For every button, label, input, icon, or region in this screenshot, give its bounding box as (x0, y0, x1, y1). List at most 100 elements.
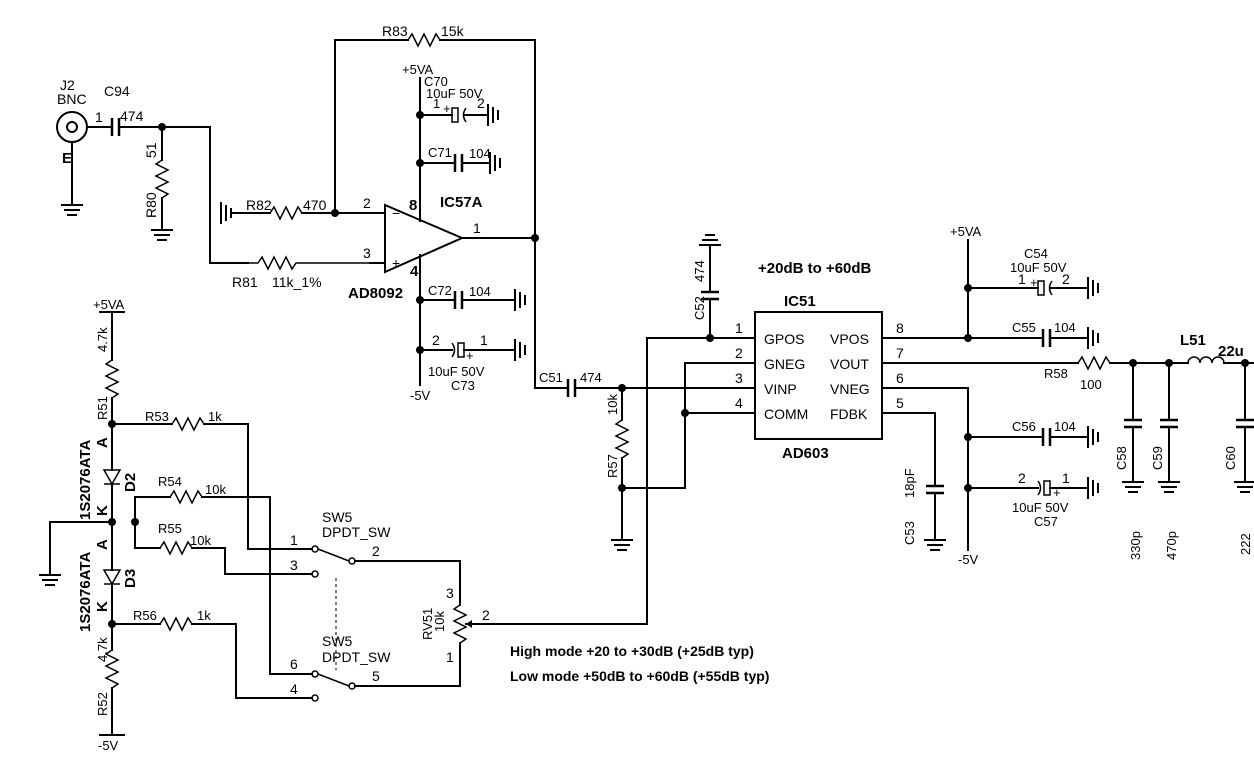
pin-num-3: 3 (735, 370, 743, 386)
c71-label: C71 (428, 145, 452, 160)
d3-part: 1S2076ATA (77, 552, 94, 632)
pin-num-5: 5 (896, 395, 904, 411)
r56-label: R56 (133, 608, 157, 623)
resistor-r56: R56 1k (111, 608, 313, 699)
capacitor-c56: C56 104 (967, 419, 1089, 446)
sw-pin-4: 4 (290, 681, 298, 697)
junction-dot (706, 334, 714, 342)
l51-label: L51 (1180, 332, 1206, 349)
note-low-mode: Low mode +50dB to +60dB (+55dB typ) (510, 668, 769, 684)
r51-value: 4.7k (95, 327, 110, 352)
c52-value: 474 (692, 260, 707, 282)
d3-label: D3 (122, 569, 139, 588)
j2-label: J2 (60, 77, 75, 93)
c56-value: 104 (1054, 419, 1076, 434)
pin-vout: VOUT (830, 356, 869, 372)
c73-plus: + (466, 348, 474, 363)
switch-sw5-bottom: SW5 DPDT_SW 6 5 4 (290, 633, 461, 702)
pin-vpos: VPOS (830, 331, 869, 347)
ground-r82 (220, 202, 232, 224)
opamp-pin2: 2 (363, 195, 371, 211)
pin-fdbk: FDBK (830, 406, 868, 422)
wire-opamp-out (534, 237, 569, 389)
neg5-top: -5V (410, 388, 431, 403)
ground-r80 (151, 229, 173, 241)
diode-d2: A K D2 1S2076ATA (77, 437, 139, 523)
capacitor-c72: C72 104 (419, 283, 516, 309)
sw5-bottom-label: SW5 (322, 633, 353, 649)
r52-label: R52 (95, 692, 110, 716)
sw-pin-2: 2 (372, 543, 380, 559)
r83-label: R83 (382, 23, 408, 39)
c70-label: C70 (424, 74, 448, 89)
r80-label: R80 (143, 192, 159, 218)
ground-c54 (1087, 277, 1099, 299)
capacitor-c51: C51 474 (539, 370, 756, 397)
resistor-r57: 10k R57 (605, 387, 630, 541)
c94-value: 474 (120, 108, 144, 124)
c54-value: 10uF 50V (1010, 260, 1067, 275)
r57-label: R57 (605, 454, 620, 478)
junction-dot (416, 346, 424, 354)
ground-c73 (514, 339, 526, 361)
d2-anode: A (94, 437, 111, 448)
c51-value: 474 (580, 370, 602, 385)
c55-label: C55 (1012, 320, 1036, 335)
capacitor-c73: 2 1 + 10uF 50V C73 (419, 332, 516, 393)
c53-value: 18pF (902, 468, 917, 498)
pin-num-4: 4 (735, 395, 743, 411)
r80-value: 51 (143, 142, 159, 158)
d2-part: 1S2076ATA (77, 440, 94, 520)
r57-value: 10k (605, 394, 620, 415)
sw-pin-6: 6 (290, 656, 298, 672)
c55-value: 104 (1054, 320, 1076, 335)
rv-pin-3: 3 (446, 585, 454, 601)
c54-label: C54 (1024, 246, 1048, 261)
pin-num-6: 6 (896, 370, 904, 386)
capacitor-c52: C52 474 (692, 254, 719, 339)
c57-pin2: 2 (1018, 470, 1026, 486)
opamp-pin4: 4 (410, 263, 419, 280)
r53-value: 1k (208, 409, 222, 424)
inductor-l51: L51 22u (1180, 332, 1254, 364)
junction-dot (416, 159, 424, 167)
capacitor-c53: 18pF C53 (881, 412, 946, 551)
resistor-r54: R54 10k (134, 474, 313, 675)
ground-c55 (1087, 327, 1099, 349)
c57-value: 10uF 50V (1012, 500, 1069, 515)
capacitor-c57: 2 + 1 10uF 50V C57 (967, 470, 1089, 529)
ground-c56 (1087, 426, 1099, 448)
resistor-r58: R58 100 (1044, 355, 1189, 392)
c54-pin1: 1 (1018, 271, 1026, 287)
r82-value: 470 (303, 197, 327, 213)
switch-sw5-top: SW5 DPDT_SW 1 2 3 (290, 509, 461, 578)
c52-label: C52 (692, 296, 707, 320)
resistor-r55: R55 10k (134, 521, 313, 575)
ground-c57 (1087, 477, 1099, 499)
r53-label: R53 (145, 409, 169, 424)
junction-dot (964, 334, 972, 342)
c59-label: C59 (1150, 446, 1165, 470)
ground-r57 (611, 539, 633, 551)
c70-value: 10uF 50V (426, 86, 483, 101)
r54-value: 10k (205, 482, 226, 497)
j2-pin1: 1 (95, 109, 103, 125)
pin-num-2: 2 (735, 345, 743, 361)
bnc-label: BNC (57, 91, 87, 107)
c72-label: C72 (428, 283, 452, 298)
c94-label: C94 (104, 83, 130, 99)
opamp-pin3: 3 (363, 245, 371, 261)
junction-dot (416, 296, 424, 304)
c57-pin1: 1 (1062, 470, 1070, 486)
resistor-r82: R82 470 (230, 197, 371, 221)
d3-anode: A (94, 539, 111, 550)
ground-j2 (61, 204, 83, 216)
pwr-5va-right: +5VA (950, 224, 982, 239)
l51-value: 22u (1218, 343, 1244, 360)
resistor-r81: R81 11k_1% (232, 255, 370, 290)
capacitor-c58: C58 330p (1114, 362, 1144, 560)
r81-value: 11k_1% (272, 274, 322, 290)
resistor-r51: 4.7k R51 (95, 311, 120, 471)
c57-label: C57 (1034, 514, 1058, 529)
